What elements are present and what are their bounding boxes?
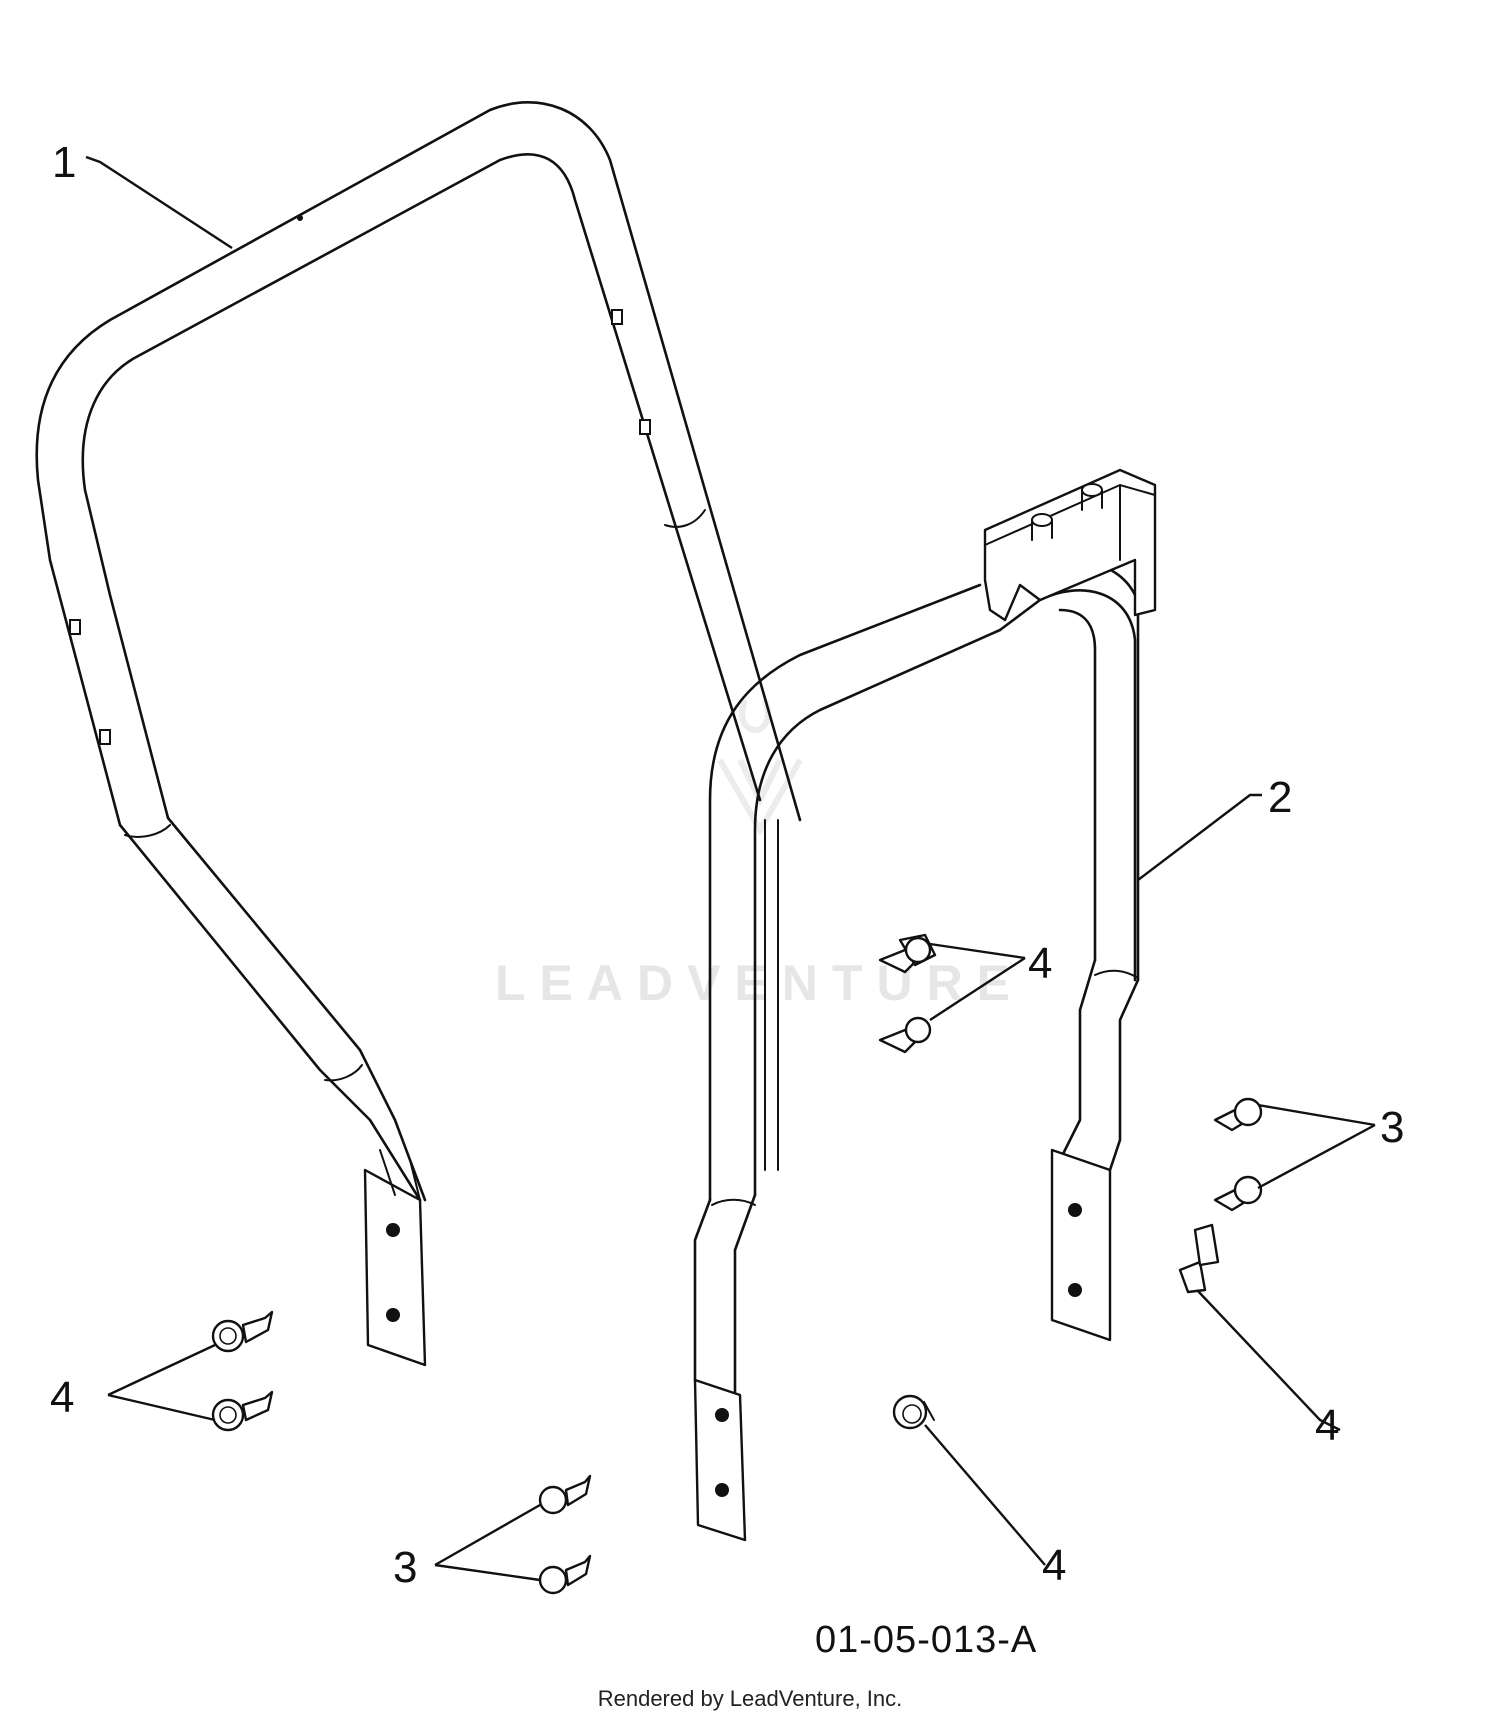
bolt-center-upper — [878, 933, 937, 974]
bolt-right-single — [1178, 1223, 1220, 1294]
bolt-left-upper — [211, 1310, 274, 1353]
bolt-left-lower — [211, 1390, 274, 1432]
callout-part-2: 2 — [1268, 773, 1292, 822]
callout-part-4-bottom: 4 — [1042, 1541, 1066, 1590]
handle-frame-upper — [35, 101, 802, 1367]
handle-frame-lower — [693, 468, 1157, 1542]
watermark: LEADVENTURE — [495, 698, 1024, 1011]
callout-part-4-right: 4 — [1315, 1401, 1339, 1450]
bolt-right-upper — [1213, 1097, 1263, 1132]
callout-part-4-left: 4 — [50, 1373, 74, 1422]
render-credit: Rendered by LeadVenture, Inc. — [597, 1686, 903, 1711]
callout-part-4-center: 4 — [1028, 939, 1052, 988]
nut-bottom-center — [892, 1394, 935, 1430]
bolt-bottom-lower — [538, 1554, 592, 1595]
callout-part-1: 1 — [52, 138, 76, 187]
bolt-bottom-upper — [538, 1474, 592, 1515]
leader-lines — [85, 155, 1376, 1582]
bolt-center-lower — [878, 1016, 932, 1054]
watermark-text: LEADVENTURE — [495, 955, 1024, 1011]
diagram-id: 01-05-013-A — [815, 1619, 1037, 1661]
callout-part-3-right: 3 — [1380, 1103, 1404, 1152]
bolt-right-lower — [1213, 1175, 1263, 1212]
callout-part-3-bottom: 3 — [393, 1543, 417, 1592]
